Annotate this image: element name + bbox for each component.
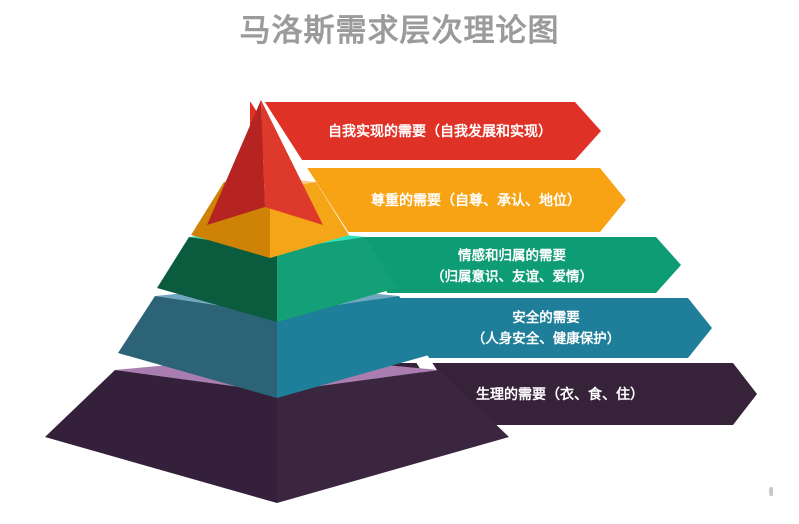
banner-level-1-label-line1: 自我实现的需要（自我发展和实现） <box>328 123 552 140</box>
banner-level-2-shape <box>250 168 626 232</box>
page-title: 马洛斯需求层次理论图 <box>239 13 560 49</box>
pyramid-tier-3-right-face <box>277 237 397 322</box>
pyramid-tier-1[interactable] <box>207 100 323 225</box>
pyramid-tier-4-left-face <box>118 296 277 398</box>
pyramid <box>45 100 509 503</box>
pyramid-tier-5-right-face <box>277 370 509 503</box>
pyramid-tier-1-left-face <box>207 100 265 225</box>
pyramid-tier-3-left-face <box>157 237 277 322</box>
pyramid-tier-5-left-face <box>45 370 277 503</box>
banner-level-5-label-line1: 生理的需要（衣、食、住） <box>476 386 644 403</box>
pyramid-tier-4-right-face <box>277 296 436 398</box>
banner-level-4-label-line2: （人身安全、健康保护） <box>472 330 621 347</box>
banner-level-2[interactable]: 尊重的需要（自尊、承认、地位） <box>250 168 626 232</box>
banner-level-1[interactable]: 自我实现的需要（自我发展和实现） <box>250 102 601 160</box>
pyramid-tier-1-right-face <box>261 100 323 225</box>
banner-level-4-label-line1: 安全的需要 <box>512 309 580 326</box>
banner-level-3-label-line2: （归属意识、友谊、爱情） <box>431 268 593 285</box>
banner-level-3-label-line1: 情感和归属的需要 <box>458 247 566 264</box>
banner-level-2-label-line1: 尊重的需要（自尊、承认、地位） <box>371 192 581 209</box>
page-artifact-speck <box>769 487 773 496</box>
banner-level-1-shape <box>250 102 601 160</box>
